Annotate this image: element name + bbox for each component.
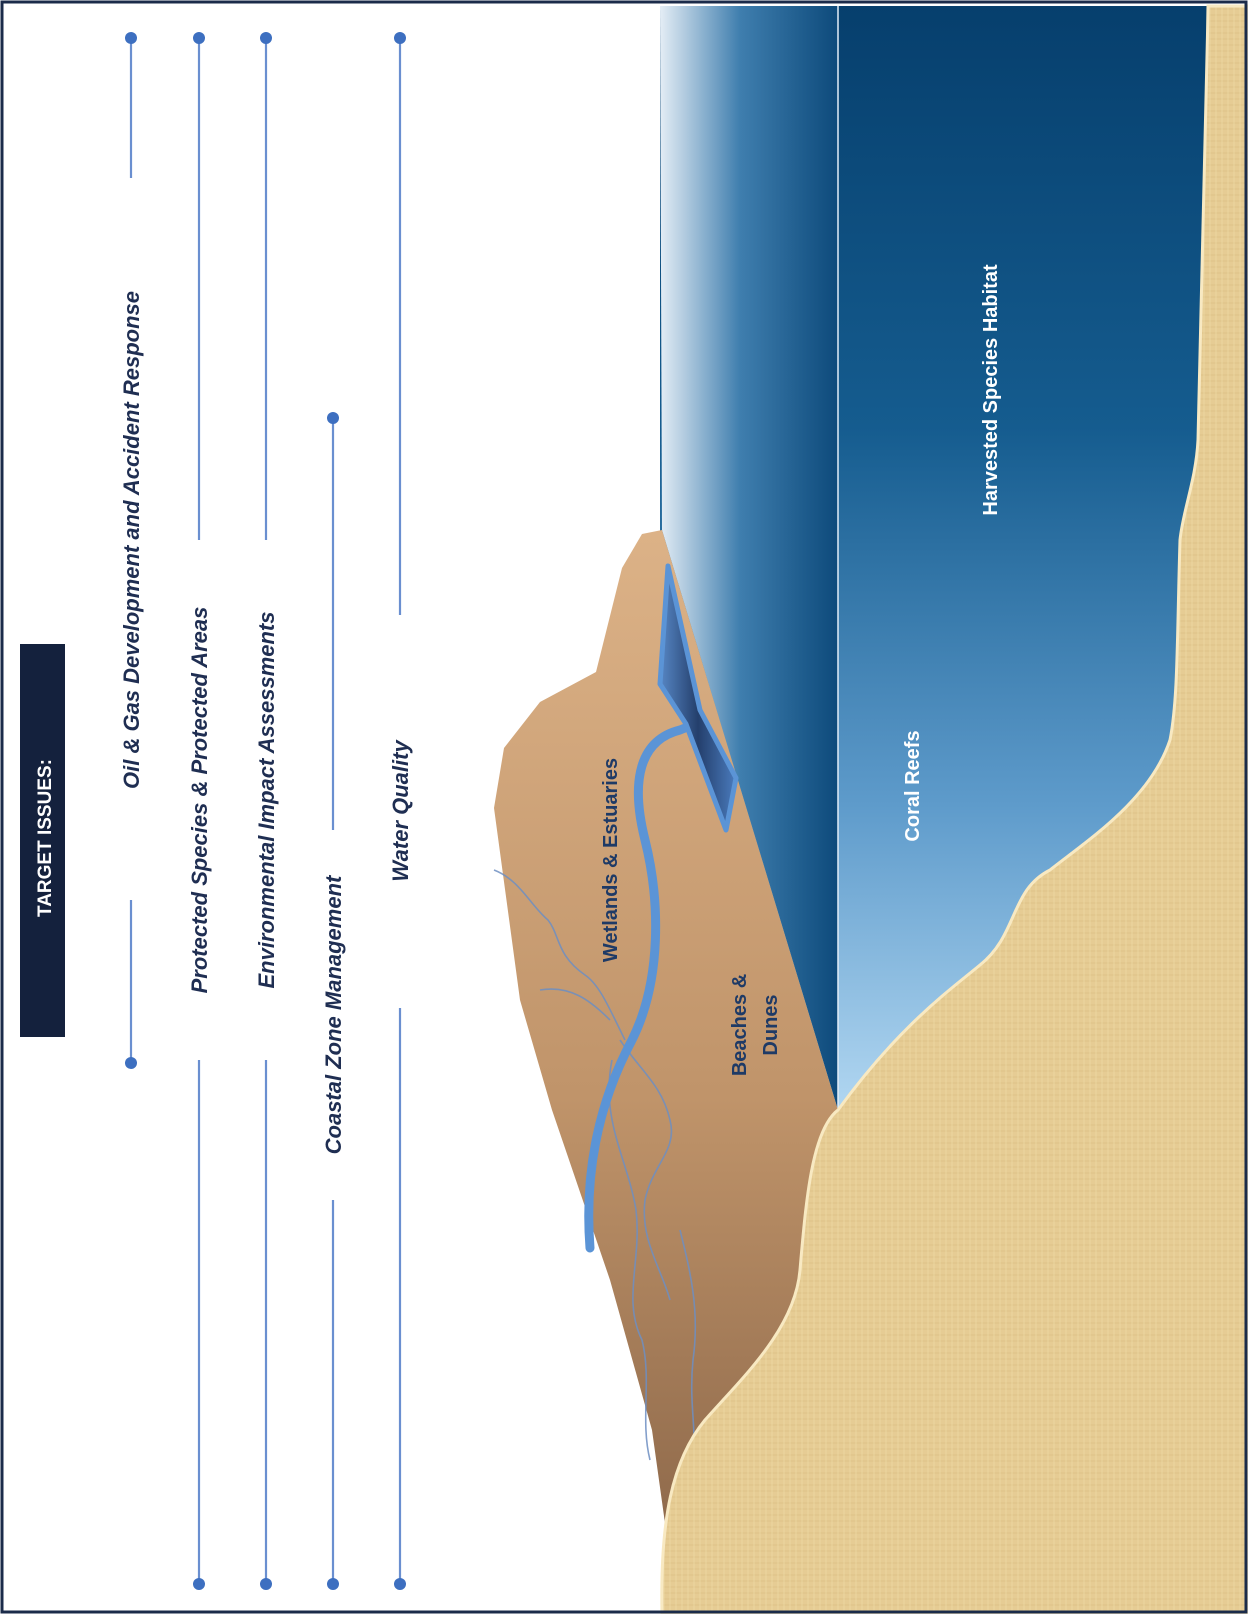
- timeline-dot: [394, 1578, 406, 1590]
- zone-label-harvested-species: Harvested Species Habitat: [980, 264, 1002, 516]
- issue-label-protected-species: Protected Species & Protected Areas: [187, 607, 212, 994]
- timeline-dot: [125, 1057, 137, 1069]
- issue-label-environmental-impact: Environmental Impact Assessments: [254, 612, 279, 989]
- timeline-dot: [193, 1578, 205, 1590]
- timeline-dot: [394, 32, 406, 44]
- timeline-dot: [125, 32, 137, 44]
- title-box: [20, 644, 65, 1037]
- timeline-dots: [125, 32, 406, 1590]
- timeline-dot: [260, 32, 272, 44]
- zone-label-beaches-line2: Dunes: [760, 994, 782, 1055]
- timeline-dot: [327, 412, 339, 424]
- timeline-dot: [193, 32, 205, 44]
- timelines: [129, 38, 402, 1584]
- zone-label-coral-reefs: Coral Reefs: [902, 730, 924, 841]
- issue-label-coastal-zone: Coastal Zone Management: [321, 874, 346, 1154]
- title-text: TARGET ISSUES:: [35, 759, 56, 917]
- zone-label-wetlands: Wetlands & Estuaries: [600, 758, 622, 962]
- issue-label-oil-gas: Oil & Gas Development and Accident Respo…: [119, 291, 144, 789]
- estuary-pond: [657, 563, 739, 833]
- timeline-dot: [260, 1578, 272, 1590]
- issue-label-water-quality: Water Quality: [388, 739, 413, 882]
- timeline-dot: [327, 1578, 339, 1590]
- zone-label-beaches-line1: Beaches &: [729, 974, 751, 1076]
- main-river: [584, 723, 690, 1253]
- continental-shelf: [660, 6, 838, 1110]
- sea-floor: [660, 4, 1248, 1614]
- coastal-land: [494, 530, 838, 1559]
